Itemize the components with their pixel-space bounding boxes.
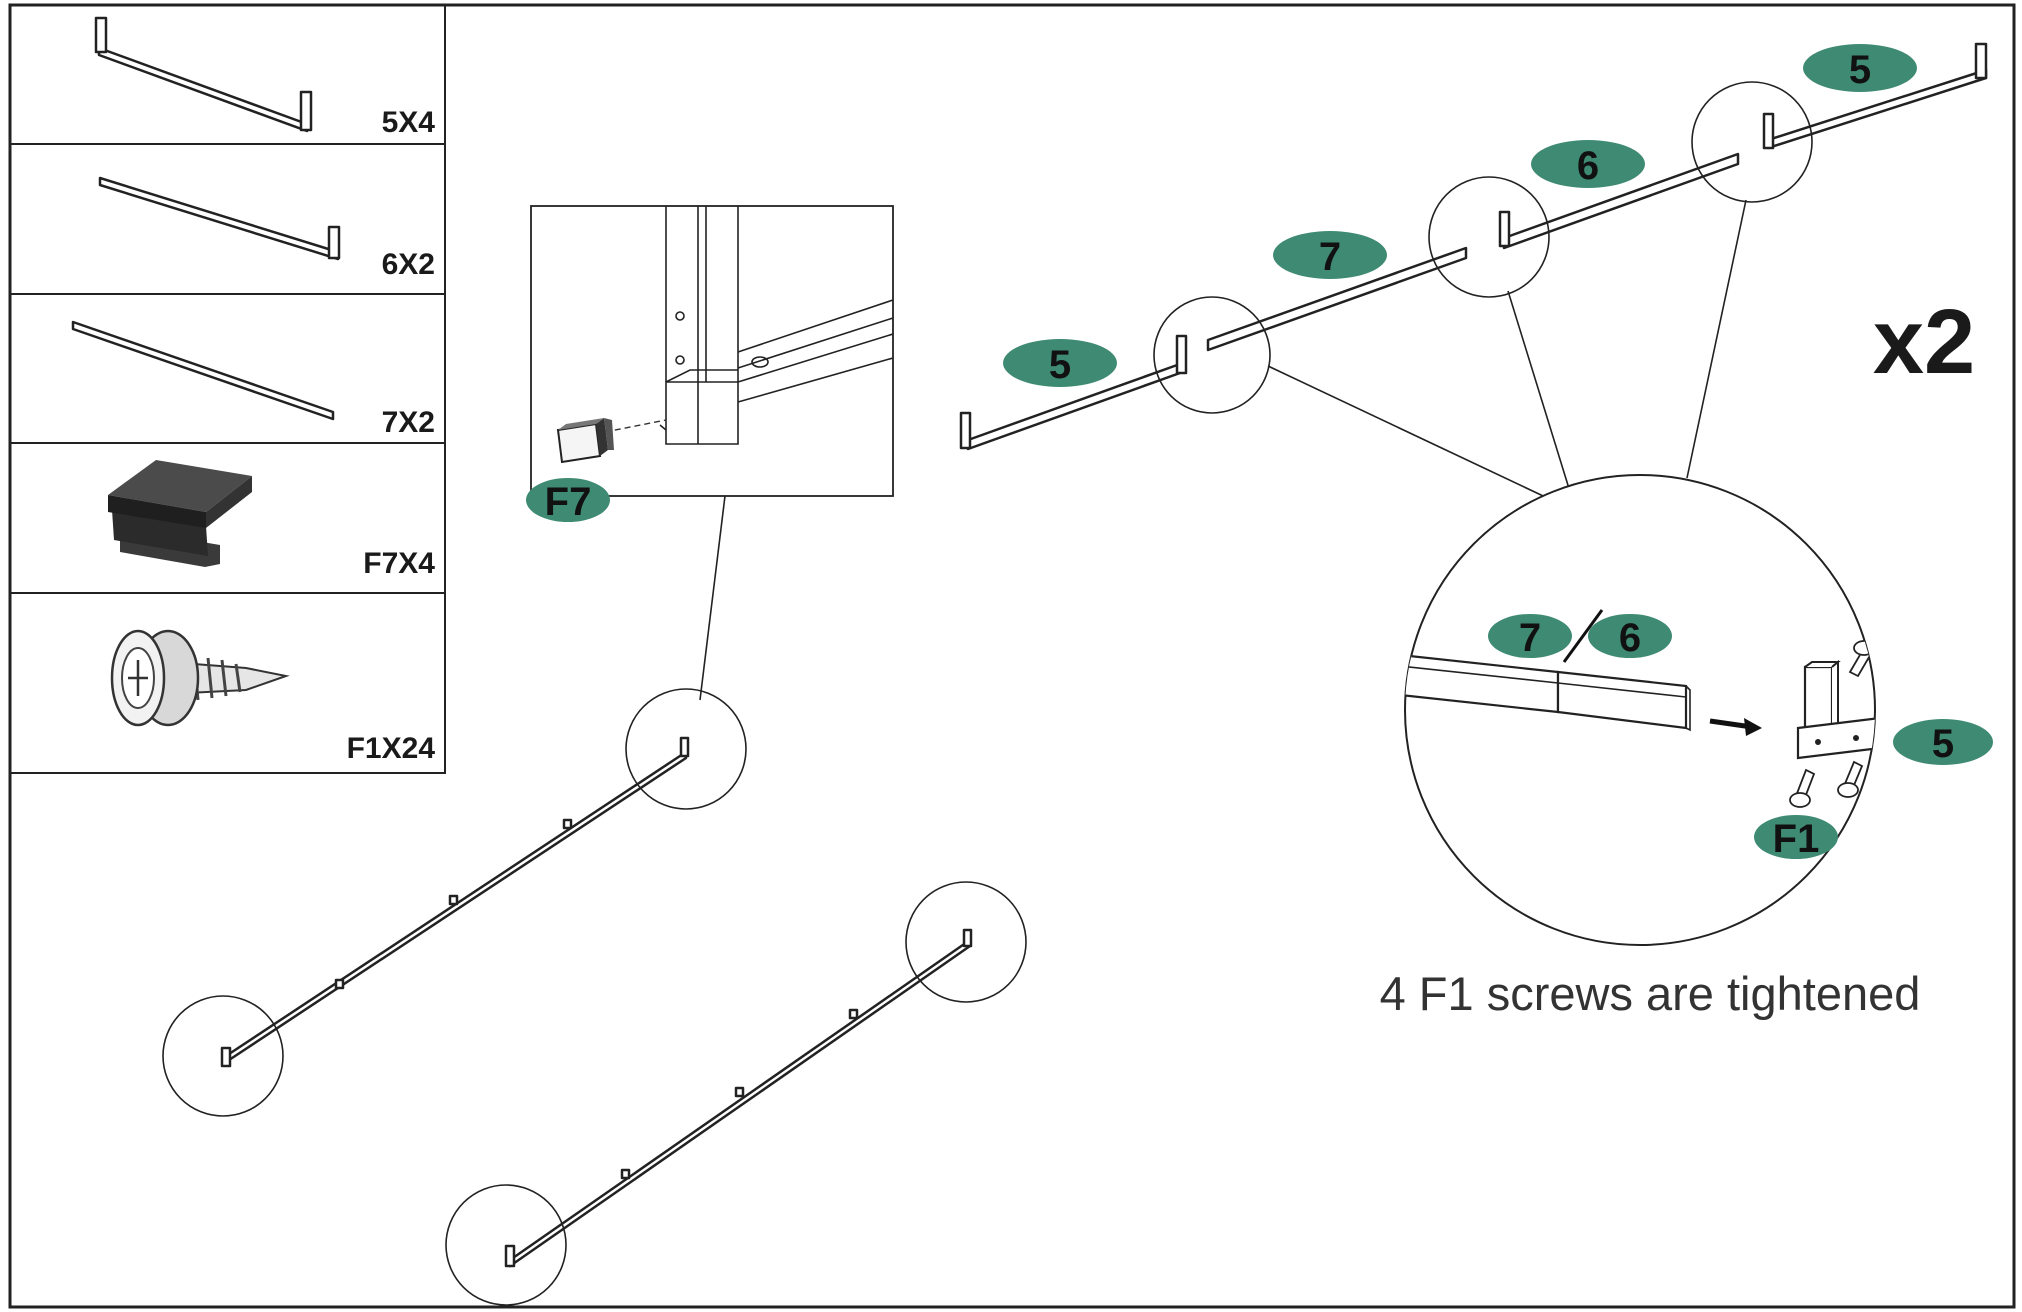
top-rail-assembly: 5 7 6 5 x2 <box>959 42 1988 504</box>
instruction-caption: 4 F1 screws are tightened <box>1380 967 1921 1020</box>
callout-rail-6: 6 <box>1577 144 1599 188</box>
callout-detail-f1: F1 <box>1773 817 1820 861</box>
callout-detail-5: 5 <box>1932 722 1954 766</box>
end-cap-icon <box>108 460 252 567</box>
callout-f7-badge <box>526 478 610 522</box>
magnified-joint-detail: 7 6 5 F1 4 F1 screws are tightened <box>1380 474 1993 1020</box>
callout-rail-5-left: 5 <box>1049 343 1071 387</box>
part-label-f7: F7X4 <box>363 547 435 580</box>
parts-list: 5X4 6X2 7X2 F7X4 F1X24 <box>9 4 446 774</box>
l-rail-icon <box>98 176 341 261</box>
u-rail-icon <box>94 16 313 133</box>
quantity-multiplier: x2 <box>1873 291 1975 393</box>
assembled-rail-2 <box>445 881 1027 1306</box>
part-label-7: 7X2 <box>382 406 435 439</box>
callout-rail-7: 7 <box>1319 235 1341 279</box>
part-label-5: 5X4 <box>382 106 436 139</box>
self-drilling-screw-icon <box>110 629 290 727</box>
joint-circle-1 <box>1153 296 1271 414</box>
callout-detail-6: 6 <box>1619 616 1641 660</box>
assembled-rail-1 <box>162 688 747 1117</box>
parts-list-frame <box>9 4 446 774</box>
joint-circle-2 <box>1428 176 1550 298</box>
end-cap-detail-inset: F7 <box>526 205 894 701</box>
part-label-6: 6X2 <box>382 248 435 281</box>
part-label-f1: F1X24 <box>347 732 436 765</box>
callout-f7: F7 <box>545 480 592 524</box>
callout-rail-5-right: 5 <box>1849 48 1871 92</box>
straight-rail-icon <box>71 320 335 421</box>
joint-circle-3 <box>1691 81 1813 203</box>
callout-detail-7: 7 <box>1519 616 1541 660</box>
